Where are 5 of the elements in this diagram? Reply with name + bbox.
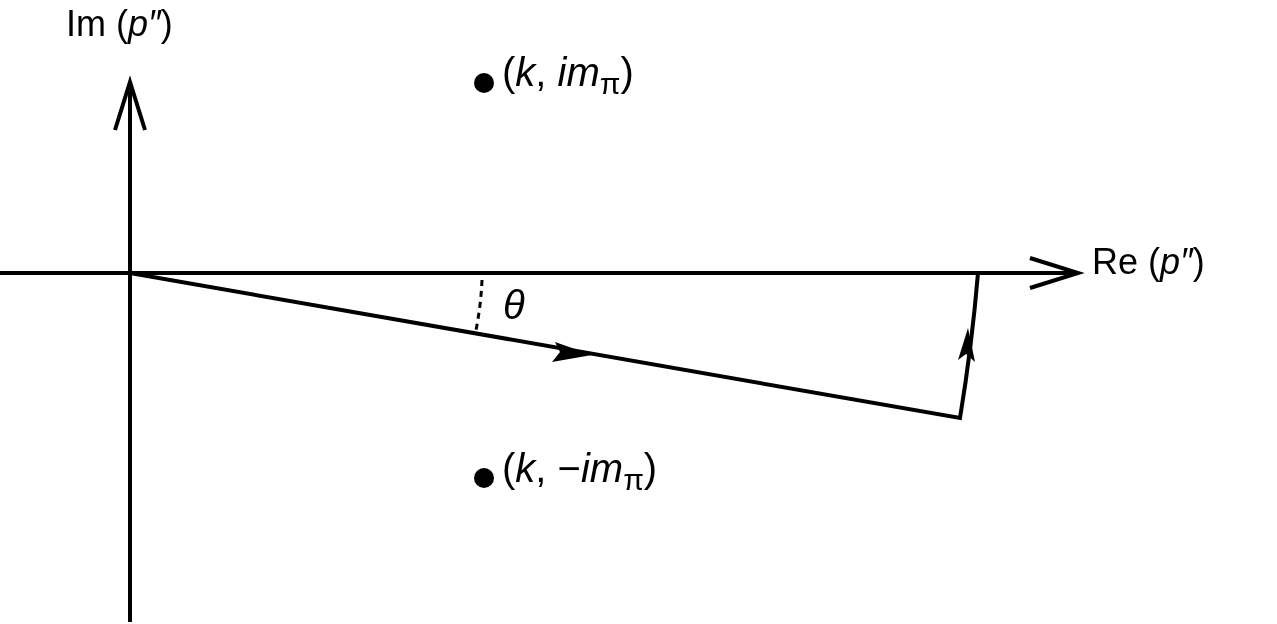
axis-label: Re (p″): [1092, 244, 1205, 280]
pole-label: (k, −im$_{π}$): [502, 448, 658, 488]
axis-label: Im (p″): [66, 6, 173, 42]
pole-label: (k, im$_{π}$): [502, 52, 634, 92]
angle-label: θ: [503, 285, 525, 325]
